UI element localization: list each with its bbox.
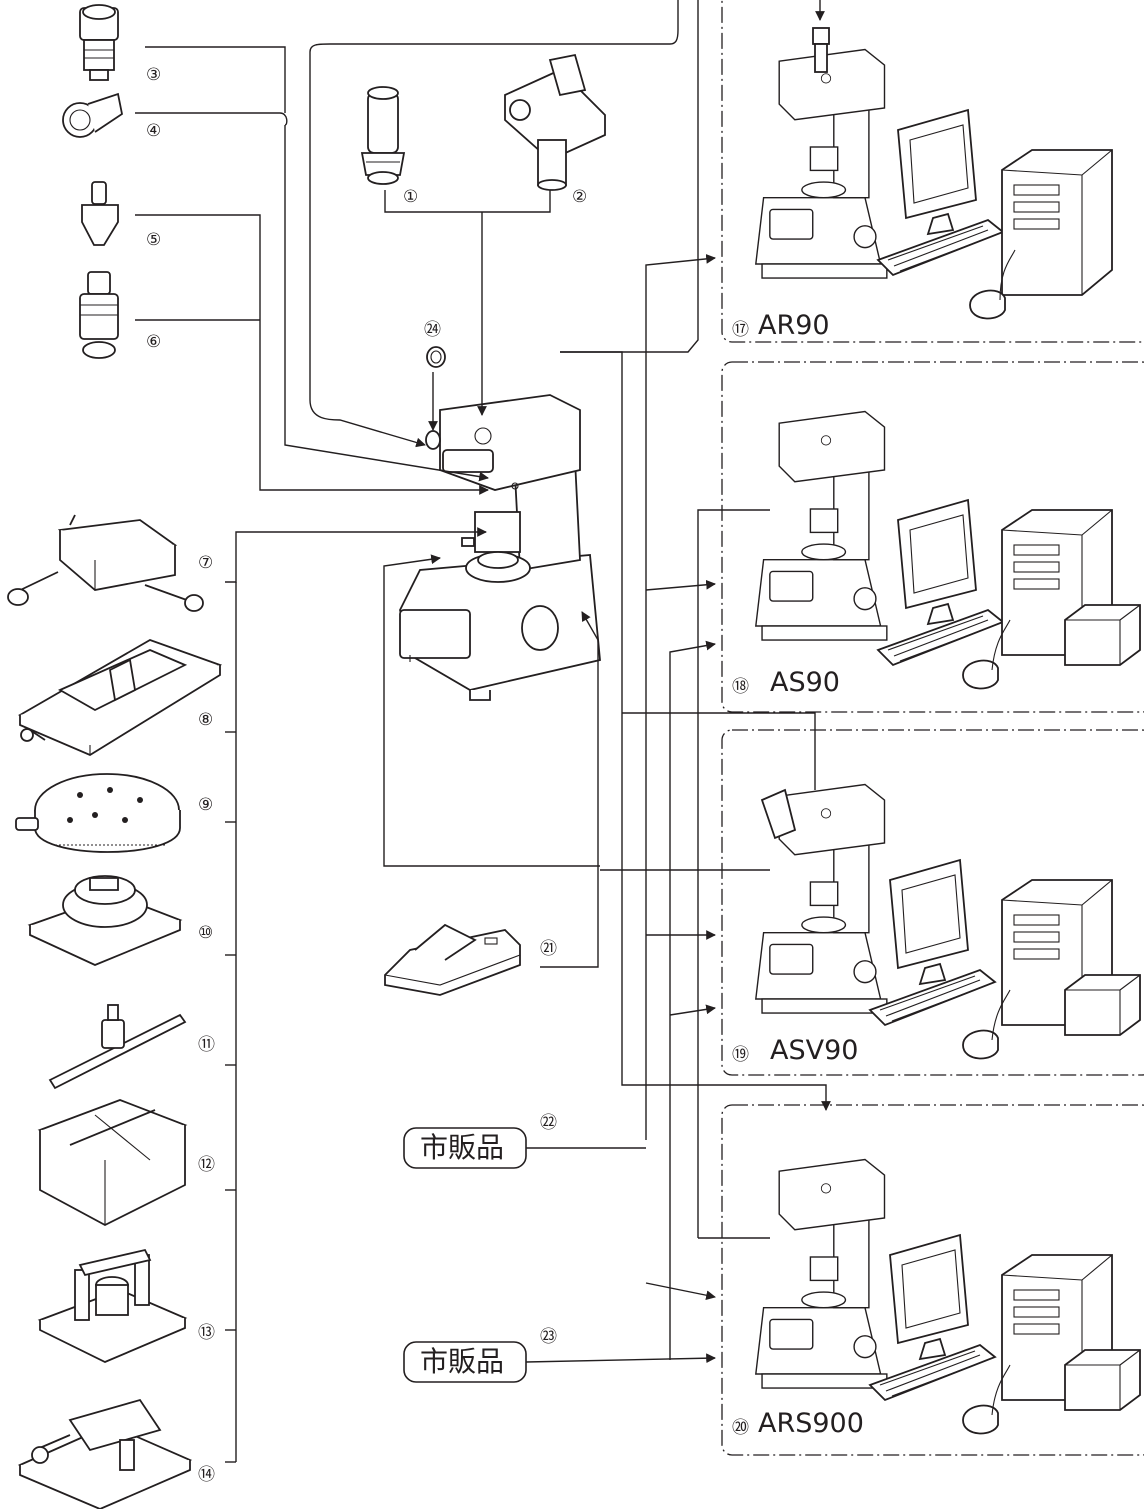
asv90-model-label: ASV90 <box>770 1035 858 1066</box>
ar90-monitor-icon <box>877 109 1004 276</box>
eyepiece-adapter-icon <box>62 92 124 138</box>
asv90-controller-icon <box>1064 974 1141 1036</box>
turret-head-icon <box>504 53 606 191</box>
system-box-asv90 <box>721 729 1144 1076</box>
ar90-model-label: AR90 <box>758 310 830 341</box>
hardness-tester-main-icon <box>399 394 601 701</box>
cylinder-fixture-icon <box>37 1248 188 1363</box>
as90-monitor-icon <box>877 499 1004 666</box>
commercial-product-label-2: 市販品 <box>420 1345 504 1378</box>
accessory-12-number: ⑫ <box>198 1155 215 1175</box>
as90-controller-icon <box>1064 604 1141 666</box>
objective-icon <box>79 271 119 359</box>
accessory-13-number: ⑬ <box>198 1323 215 1343</box>
asv90-turret-icon <box>760 788 797 840</box>
as90-number: ⑱ <box>732 677 749 697</box>
asv90-number: ⑲ <box>732 1045 749 1065</box>
accessory-6-number: ⑥ <box>146 332 161 352</box>
accessory-10-number: ⑩ <box>198 923 213 943</box>
accessory-8-number: ⑧ <box>198 710 213 730</box>
connector-lines-right <box>525 0 831 1364</box>
ars900-tester-icon <box>755 1158 888 1389</box>
ars900-model-label: ARS900 <box>758 1408 864 1439</box>
xy-stage-icon <box>7 514 204 612</box>
ar90-computer-icon <box>1001 149 1113 296</box>
printer-icon <box>384 923 521 996</box>
accessory-24-number: ㉔ <box>424 320 441 340</box>
ar90-tester-icon <box>755 48 888 279</box>
accessory-22-number: ㉒ <box>540 1113 557 1133</box>
accessory-5-number: ⑤ <box>146 230 161 250</box>
ars900-number: ⑳ <box>732 1418 749 1438</box>
tilting-fixture-icon <box>17 1398 193 1509</box>
system-box-as90 <box>721 361 1144 713</box>
vise-icon <box>17 639 223 757</box>
ar90-eyepiece-icon <box>812 27 830 73</box>
system-box-ar90 <box>721 0 1144 343</box>
ars900-monitor-icon <box>869 1234 996 1401</box>
accessory-11-number: ⑪ <box>198 1035 215 1055</box>
accessory-1-number: ① <box>403 187 418 207</box>
accessory-14-number: ⑭ <box>198 1465 215 1485</box>
as90-tester-icon <box>755 410 888 641</box>
indenter-icon <box>81 181 119 246</box>
support-bar-icon <box>48 1004 187 1090</box>
accessory-21-number: ㉑ <box>540 939 557 959</box>
accessory-2-number: ② <box>572 187 587 207</box>
connector-lines-left <box>135 0 679 1463</box>
v-block-holder-icon <box>27 875 183 966</box>
eyepiece-icon <box>79 4 119 81</box>
accessory-4-number: ④ <box>146 121 161 141</box>
thin-plate-holder-icon <box>37 1099 188 1227</box>
objective-lens-icon <box>360 86 406 185</box>
as90-model-label: AS90 <box>770 667 840 698</box>
system-box-ars900 <box>721 1104 1144 1456</box>
rotary-table-icon <box>15 773 181 853</box>
accessory-9-number: ⑨ <box>198 795 213 815</box>
commercial-product-label-1: 市販品 <box>420 1131 504 1164</box>
ars900-controller-icon <box>1064 1349 1141 1411</box>
lens-cap-icon <box>426 346 446 368</box>
ar90-number: ⑰ <box>732 320 749 340</box>
accessory-23-number: ㉓ <box>540 1327 557 1347</box>
accessory-3-number: ③ <box>146 65 161 85</box>
accessory-7-number: ⑦ <box>198 553 213 573</box>
asv90-monitor-icon <box>869 859 996 1026</box>
